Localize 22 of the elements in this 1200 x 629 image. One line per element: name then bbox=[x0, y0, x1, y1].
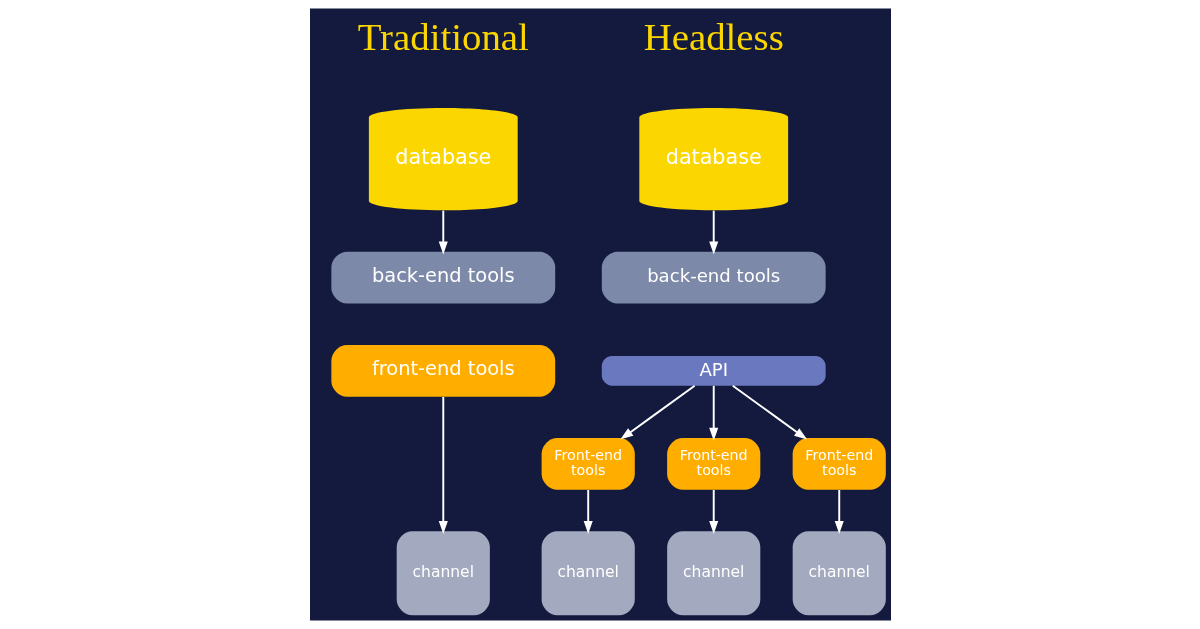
arrow bbox=[438, 396, 448, 535]
arrow bbox=[834, 489, 844, 534]
label: Headless bbox=[643, 14, 784, 58]
label: Traditional bbox=[357, 14, 529, 58]
node-box: front-end tools bbox=[330, 344, 555, 397]
arrow bbox=[708, 384, 718, 441]
node-box: channel bbox=[792, 531, 886, 616]
node-box: Front-end tools bbox=[792, 438, 886, 490]
arrow bbox=[708, 209, 718, 255]
arrow bbox=[438, 209, 448, 255]
node-box: channel bbox=[666, 531, 760, 616]
node-box: channel bbox=[396, 531, 490, 616]
node-box: back-end tools bbox=[601, 251, 826, 304]
node-box: API bbox=[601, 355, 826, 386]
arrow bbox=[731, 384, 807, 440]
node-box: back-end tools bbox=[330, 251, 555, 304]
arrow bbox=[708, 489, 718, 534]
arrow bbox=[619, 384, 696, 440]
arrow bbox=[583, 489, 593, 534]
node-box: Front-end tools bbox=[666, 438, 760, 490]
node-box: Front-end tools bbox=[541, 438, 635, 490]
node-box: channel bbox=[541, 531, 635, 616]
